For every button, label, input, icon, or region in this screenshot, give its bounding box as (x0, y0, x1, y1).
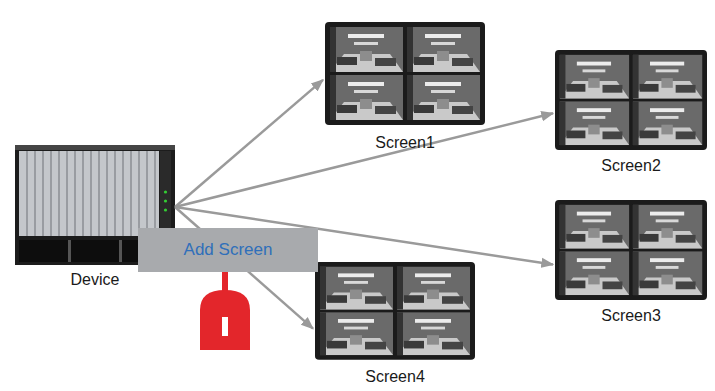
node-label: Screen1 (375, 133, 435, 153)
screen-node: Screen4 (313, 260, 477, 387)
node-label: Screen4 (365, 367, 425, 387)
mouse-icon (200, 272, 250, 350)
connector-arrow (175, 113, 553, 207)
screen-node: Screen1 (323, 20, 487, 153)
node-label: Device (71, 270, 120, 290)
monitor-picture (555, 50, 707, 150)
monitor-picture (315, 262, 475, 360)
monitor-picture (555, 200, 707, 300)
screen-node: Screen2 (553, 48, 709, 176)
add-screen-button: Add Screen (138, 228, 318, 272)
node-label: Screen3 (601, 306, 661, 326)
button-label: Add Screen (184, 240, 273, 260)
node-label: Screen2 (601, 156, 661, 176)
monitor-picture (325, 22, 485, 125)
screen-node: Screen3 (553, 198, 709, 326)
